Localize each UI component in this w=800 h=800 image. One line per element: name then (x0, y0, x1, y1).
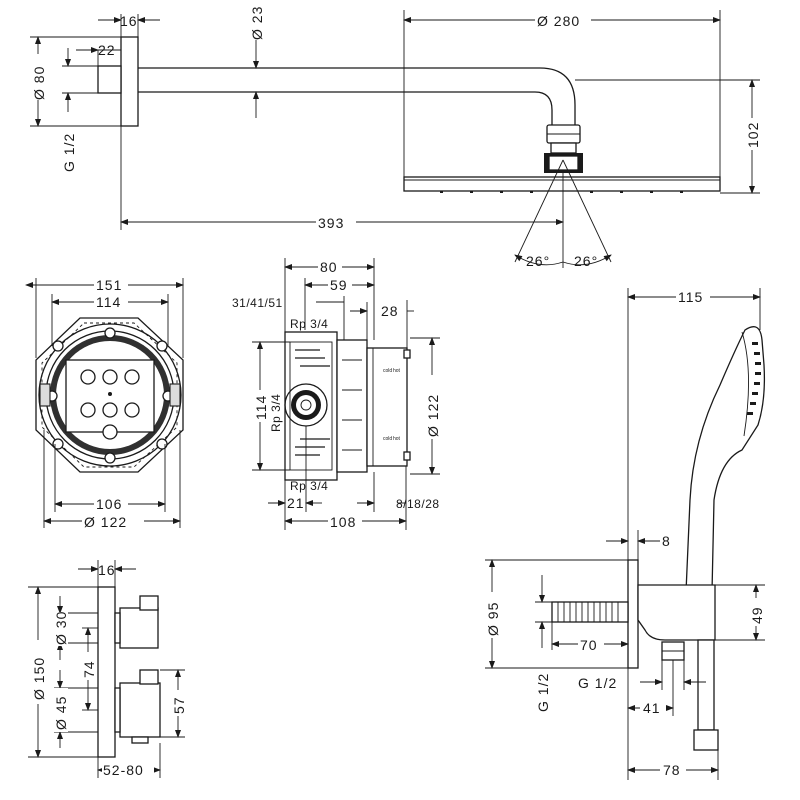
dim-body-rear-offset: 21 (287, 495, 305, 511)
dim-spray-angle-right: 26° (574, 253, 598, 269)
dim-outlet-thread-left: G 1/2 (535, 673, 551, 712)
wall-flange (120, 36, 139, 127)
arm-pipe (138, 67, 576, 125)
dim-arm-reach: 393 (318, 215, 344, 231)
dim-arm-thread: G 1/2 (61, 133, 77, 172)
dim-body-front-options: 8/18/28 (396, 497, 440, 511)
dim-body-depth-partial: 59 (330, 277, 348, 293)
dim-box-hole-spacing: 106 (96, 496, 122, 512)
dim-box-inner-width: 114 (96, 294, 121, 310)
dim-trim-handle-spacing: 74 (81, 660, 97, 678)
dim-body-height: 114 (253, 395, 269, 420)
dim-body-depth-options: 31/41/51 (232, 296, 283, 310)
dim-body-plate-gap: 28 (381, 303, 399, 319)
dim-outlet-offset: 41 (643, 700, 661, 716)
dim-head-drop: 102 (745, 122, 761, 148)
box-mounting-holes (80, 369, 140, 440)
installation-box-front-view: 151 114 106 Ø 122 (25, 276, 184, 530)
dim-outlet-flange-diameter: Ø 95 (485, 602, 501, 636)
dim-handshower-reach: 115 (678, 289, 703, 305)
outlet-plate (627, 559, 639, 669)
label-port-bottom: Rp 3/4 (290, 479, 328, 493)
box-outer-ring (38, 323, 182, 467)
dim-arm-flange-thickness: 16 (120, 13, 138, 29)
thread-spout (97, 65, 122, 94)
dim-trim-diameter: Ø 150 (31, 657, 47, 700)
dim-trim-lower-handle-height: 57 (171, 696, 187, 714)
box-corner-screws (46, 327, 174, 464)
valve-label-3: cold (383, 436, 392, 442)
dim-outlet-thread-bottom: G 1/2 (578, 675, 617, 691)
outlet-threaded-pipe (551, 601, 629, 623)
outlet-holder (637, 584, 716, 641)
dim-outlet-pipe-length: 70 (580, 637, 598, 653)
dim-arm-spout-length: 22 (98, 42, 116, 58)
dim-spray-angle-left: 26° (526, 253, 550, 269)
dim-box-front-diameter: Ø 122 (84, 514, 127, 530)
hand-shower-view: 115 8 Ø 95 G 1/2 70 G 1/2 49 (484, 288, 766, 780)
dim-body-depth-total: 80 (320, 259, 338, 275)
trim-top-handle (119, 607, 159, 649)
thermostat-trim-view: 16 Ø 150 Ø 30 74 Ø 45 57 (28, 560, 187, 778)
hand-shower-body (685, 326, 766, 593)
dim-trim-rosette-thickness: 16 (98, 562, 116, 578)
dim-outlet-projection: 78 (663, 762, 681, 778)
dim-arm-flange-diameter: Ø 80 (31, 66, 47, 100)
shower-head (403, 176, 721, 192)
shower-arm-view: 16 22 Ø 23 Ø 280 Ø 80 G 1/2 102 (30, 6, 761, 269)
dim-head-diameter: Ø 280 (537, 13, 580, 29)
trim-bottom-handle (119, 682, 161, 738)
dim-trim-top-handle: Ø 30 (53, 611, 69, 645)
valve-label-2: hot (393, 368, 401, 374)
dim-outlet-height: 49 (749, 606, 765, 624)
dim-body-cover-diameter: Ø 122 (425, 394, 441, 437)
dim-outlet-plate-thickness: 8 (662, 533, 671, 549)
dim-trim-bottom-handle: Ø 45 (53, 696, 69, 730)
valve-label-4: hot (393, 436, 401, 442)
dim-arm-pipe-diameter: Ø 23 (249, 6, 265, 40)
shower-hose (697, 639, 715, 731)
valve-label-1: cold (383, 368, 392, 374)
dim-body-total-depth: 108 (330, 514, 356, 530)
trim-rosette (97, 586, 116, 758)
label-port-top: Rp 3/4 (290, 317, 328, 331)
dim-box-outer-width: 151 (96, 277, 122, 293)
label-port-left: Rp 3/4 (269, 394, 283, 432)
installation-box-side-view: cold hot cold hot 80 59 31/41/51 28 Rp 3… (232, 258, 441, 530)
body-mounting-plate (366, 347, 408, 467)
dim-trim-projection: 52-80 (103, 762, 144, 778)
